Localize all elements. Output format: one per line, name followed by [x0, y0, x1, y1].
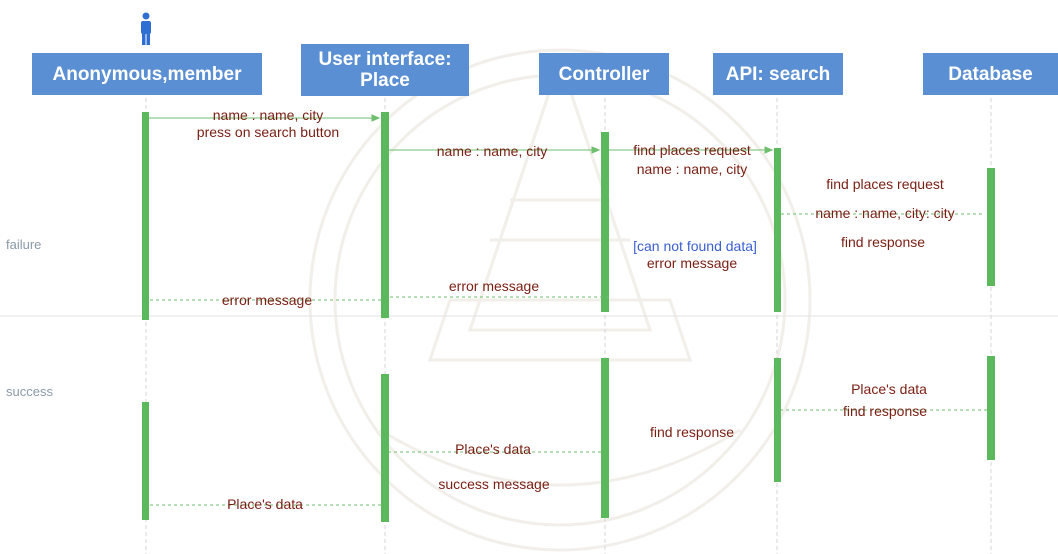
- message-label: find response: [842, 403, 928, 419]
- lifeline-name: Controller: [558, 63, 650, 85]
- message-label: error message: [448, 278, 540, 294]
- activation-db-1: [987, 168, 995, 286]
- actor-person-icon: [141, 12, 151, 45]
- lifeline-header-db: Database: [923, 53, 1058, 95]
- message-label: name : name, city: [436, 143, 548, 159]
- activation-ui-2: [381, 374, 389, 522]
- message-label: find response: [649, 424, 735, 440]
- message-label: Place's data: [455, 441, 531, 457]
- activation-api-2: [774, 358, 781, 482]
- activations: [142, 112, 995, 522]
- lifeline-header-ui: User interface: Place: [301, 44, 469, 96]
- activation-db-2: [987, 356, 995, 460]
- message-label: press on search button: [196, 124, 340, 140]
- lifeline-name-line2: Place: [360, 70, 410, 91]
- message-label: find places request: [633, 142, 751, 158]
- activation-controller-1: [601, 132, 609, 312]
- message-arrows: [149, 114, 987, 506]
- message-label: find response: [840, 234, 926, 250]
- guard-condition: [can not found data]: [633, 238, 757, 254]
- fragment-label-failure: failure: [6, 237, 42, 252]
- message-label: name : name, city: [636, 161, 748, 177]
- message-label: name : name, city: [212, 107, 324, 123]
- activation-ui-1: [381, 112, 389, 318]
- fragment-label-success: success: [6, 384, 53, 399]
- message-label: find places request: [826, 176, 944, 192]
- lifeline-name-line1: User interface:: [318, 49, 452, 70]
- lifeline-name: Database: [948, 63, 1033, 85]
- message-label: error message: [646, 255, 738, 271]
- lifeline-name: Anonymous,member: [52, 63, 242, 85]
- activation-controller-2: [601, 358, 609, 518]
- lifeline-header-actor: Anonymous,member: [32, 53, 262, 95]
- lifeline-header-controller: Controller: [539, 53, 669, 95]
- activation-api-1: [774, 148, 781, 312]
- activation-actor-1: [142, 112, 149, 320]
- message-label: Place's data: [851, 381, 927, 397]
- message-label: name : name, city: city: [815, 205, 955, 221]
- activation-actor-2: [142, 402, 149, 520]
- lifeline-header-api: API: search: [713, 53, 843, 95]
- message-label: Place's data: [227, 496, 303, 512]
- lifeline-name: API: search: [725, 63, 831, 85]
- message-label: error message: [221, 292, 313, 308]
- message-label: success message: [438, 476, 550, 492]
